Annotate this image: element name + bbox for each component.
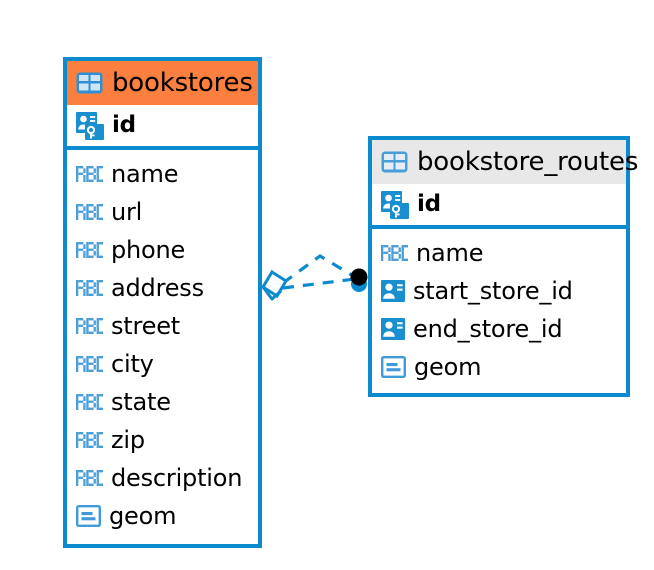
diamond-marker bbox=[260, 269, 289, 301]
field-label-start-store-id: start_store_id bbox=[413, 277, 573, 305]
field-label-phone: phone bbox=[111, 236, 186, 264]
field-label-routes-id: id bbox=[417, 191, 441, 217]
abc-text-icon bbox=[76, 470, 103, 486]
field-row-routes-geom[interactable]: geom bbox=[372, 348, 626, 386]
entity-bookstore-routes-header[interactable]: bookstore_routes bbox=[372, 140, 638, 184]
field-label-url: url bbox=[111, 198, 143, 226]
abc-text-icon bbox=[76, 394, 103, 410]
field-row-bookstores-id[interactable]: id bbox=[67, 105, 258, 150]
relationship-branch-upper bbox=[282, 254, 356, 285]
field-label-name: name bbox=[111, 160, 179, 188]
field-row-end-store-id[interactable]: end_store_id bbox=[372, 310, 626, 348]
field-row-description[interactable]: description bbox=[67, 459, 258, 497]
geometry-icon bbox=[381, 356, 407, 379]
foreign-key-icon bbox=[381, 280, 405, 302]
field-row-geom[interactable]: geom bbox=[67, 497, 258, 535]
field-label-state: state bbox=[111, 388, 171, 416]
abc-text-icon bbox=[76, 356, 103, 372]
abc-text-icon bbox=[76, 166, 103, 182]
field-label-street: street bbox=[111, 312, 180, 340]
abc-text-icon bbox=[76, 280, 103, 296]
field-row-street[interactable]: street bbox=[67, 307, 258, 345]
field-label-routes-name: name bbox=[416, 239, 484, 267]
table-grid-icon bbox=[381, 151, 408, 173]
field-label-geom: geom bbox=[109, 502, 177, 530]
foreign-key-icon bbox=[381, 318, 405, 340]
field-label-routes-geom: geom bbox=[414, 353, 482, 381]
entity-bookstore-routes-title: bookstore_routes bbox=[417, 147, 639, 177]
abc-text-icon bbox=[381, 245, 408, 261]
field-row-routes-name[interactable]: name bbox=[372, 234, 626, 272]
table-grid-icon bbox=[76, 72, 103, 94]
entity-bookstore-routes[interactable]: bookstore_routes id bbox=[368, 136, 638, 397]
field-label-bookstores-id: id bbox=[112, 112, 136, 138]
entity-bookstores-fields: name bbox=[67, 150, 258, 535]
entity-bookstore-routes-fields: name start_store_id bbox=[372, 229, 626, 386]
field-row-start-store-id[interactable]: start_store_id bbox=[372, 272, 626, 310]
field-row-state[interactable]: state bbox=[67, 383, 258, 421]
geometry-icon bbox=[76, 505, 102, 528]
field-row-address[interactable]: address bbox=[67, 269, 258, 307]
field-row-name[interactable]: name bbox=[67, 155, 258, 193]
field-row-phone[interactable]: phone bbox=[67, 231, 258, 269]
primary-key-icon bbox=[381, 190, 409, 219]
abc-text-icon bbox=[76, 242, 103, 258]
abc-text-icon bbox=[76, 318, 103, 334]
entity-bookstores[interactable]: bookstores id bbox=[63, 57, 262, 548]
field-row-url[interactable]: url bbox=[67, 193, 258, 231]
field-label-description: description bbox=[111, 464, 243, 492]
entity-bookstores-header[interactable]: bookstores bbox=[67, 61, 258, 105]
field-row-routes-id[interactable]: id bbox=[372, 184, 626, 229]
primary-key-icon bbox=[76, 111, 104, 140]
field-label-zip: zip bbox=[111, 426, 145, 454]
field-label-address: address bbox=[111, 274, 204, 302]
entity-bookstores-title: bookstores bbox=[112, 68, 253, 98]
field-label-end-store-id: end_store_id bbox=[413, 315, 563, 343]
field-row-city[interactable]: city bbox=[67, 345, 258, 383]
abc-text-icon bbox=[76, 204, 103, 220]
field-row-zip[interactable]: zip bbox=[67, 421, 258, 459]
relationship-branch-lower bbox=[282, 277, 356, 290]
field-label-city: city bbox=[111, 350, 154, 378]
abc-text-icon bbox=[76, 432, 103, 448]
filled-circle-marker bbox=[350, 268, 368, 292]
